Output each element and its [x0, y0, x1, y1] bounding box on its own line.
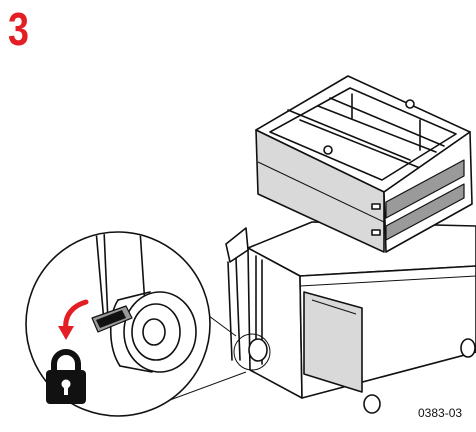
- paper-tray-unit: [255, 75, 473, 253]
- detail-callout: [25, 231, 211, 417]
- lock-icon: [46, 349, 86, 404]
- figure-code: 0383-03: [418, 406, 463, 420]
- callout-target-circle: [233, 333, 271, 371]
- step-number: 3: [8, 3, 29, 55]
- printer-stand-cabinet: [225, 221, 476, 414]
- rotate-arrow-icon: [58, 299, 89, 340]
- caster-wheel-icon: [109, 291, 197, 373]
